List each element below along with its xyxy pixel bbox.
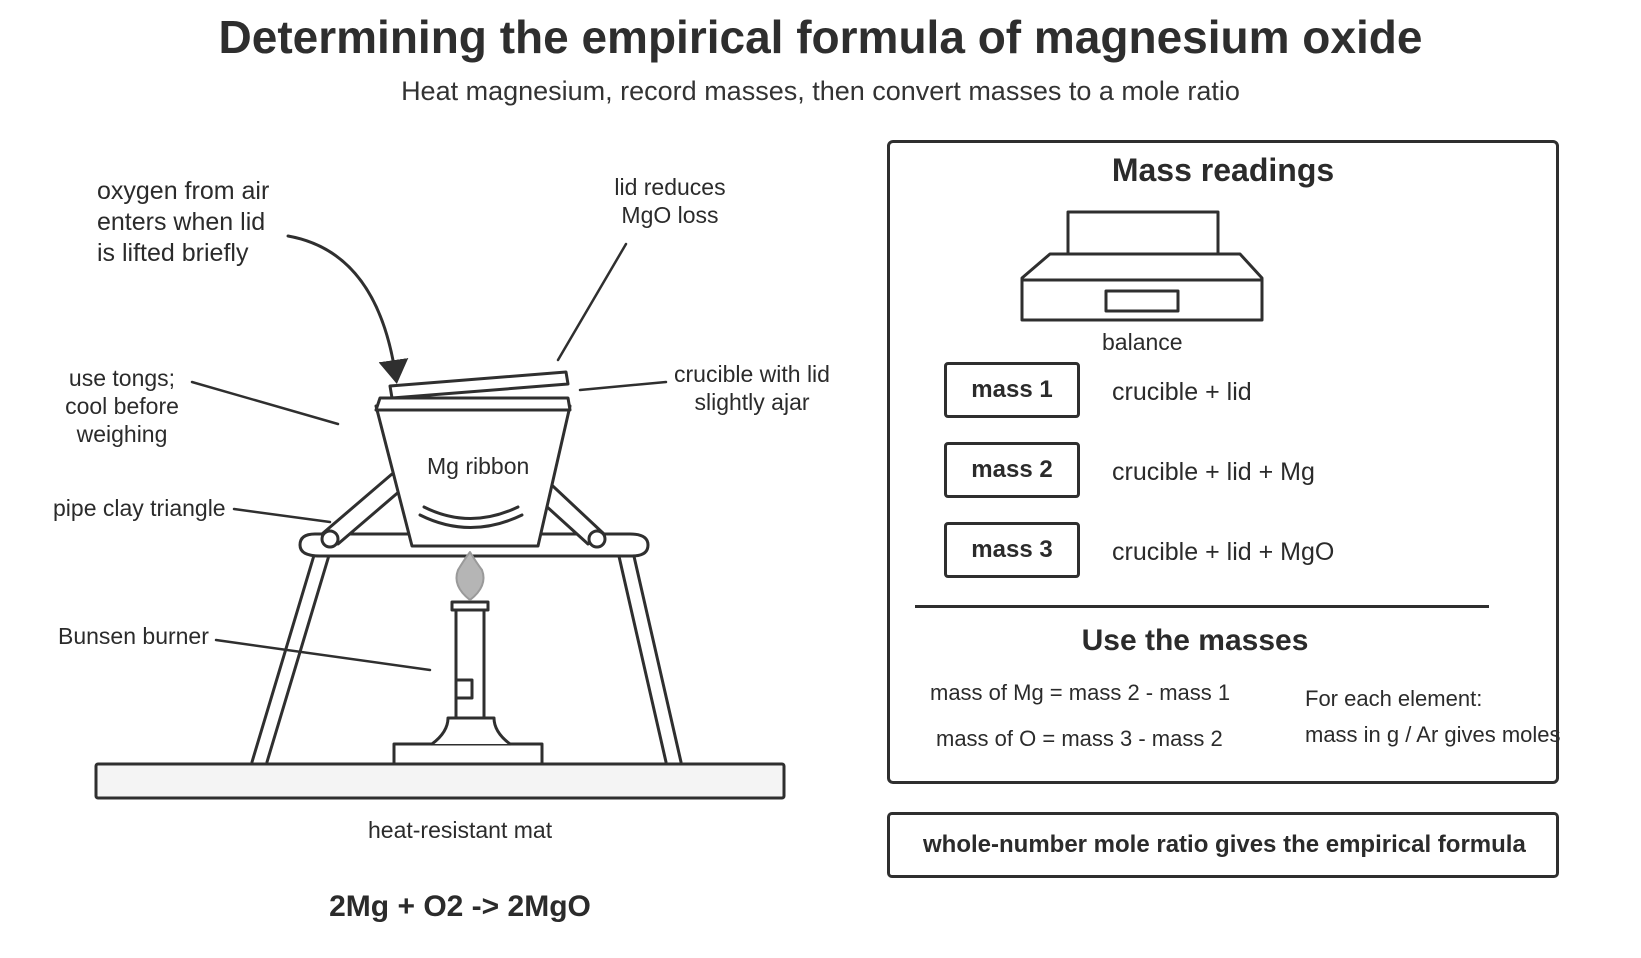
mass-3-desc: crucible + lid + MgO [1112,538,1335,566]
crucible-note: crucible with lid slightly ajar [674,361,830,415]
page-subtitle: Heat magnesium, record masses, then conv… [401,76,1240,106]
bunsen-label: Bunsen burner [58,623,209,649]
lid-note: lid reduces MgO loss [614,174,726,228]
reaction-equation: 2Mg + O2 -> 2MgO [329,890,591,923]
mass-readings-title: Mass readings [1111,152,1335,188]
tongs-note: use tongs; cool before weighing [65,365,179,447]
leader-lines [190,234,668,672]
mass-3-box: mass 3 [944,522,1080,578]
flame [455,551,485,601]
balance-icon [1020,210,1264,322]
use-masses-title: Use the masses [1081,624,1309,657]
conclusion-box: whole-number mole ratio gives the empiri… [887,812,1559,878]
crucible-lid [388,370,570,400]
element-title: For each element: [1305,686,1483,711]
crucible [374,396,572,548]
panel-divider [915,605,1489,608]
mass-1-box: mass 1 [944,362,1080,418]
balance-label: balance [1102,329,1183,355]
oxygen-note: oxygen from air enters when lid is lifte… [97,177,270,267]
formula-mg: mass of Mg = mass 2 - mass 1 [930,680,1231,705]
heat-resistant-mat [94,762,786,800]
mg-ribbon-label: Mg ribbon [427,453,530,479]
mass-2-box: mass 2 [944,442,1080,498]
formula-o: mass of O = mass 3 - mass 2 [936,726,1223,751]
element-rule: mass in g / Ar gives moles [1305,722,1561,747]
mass-2-desc: crucible + lid + Mg [1112,458,1315,486]
mass-1-desc: crucible + lid [1112,378,1252,406]
mat-label: heat-resistant mat [368,817,553,843]
pipe-clay-label: pipe clay triangle [53,495,226,521]
mass-readings-panel [887,140,1559,784]
bunsen-burner [392,600,544,766]
page-title: Determining the empirical formula of mag… [218,11,1423,63]
